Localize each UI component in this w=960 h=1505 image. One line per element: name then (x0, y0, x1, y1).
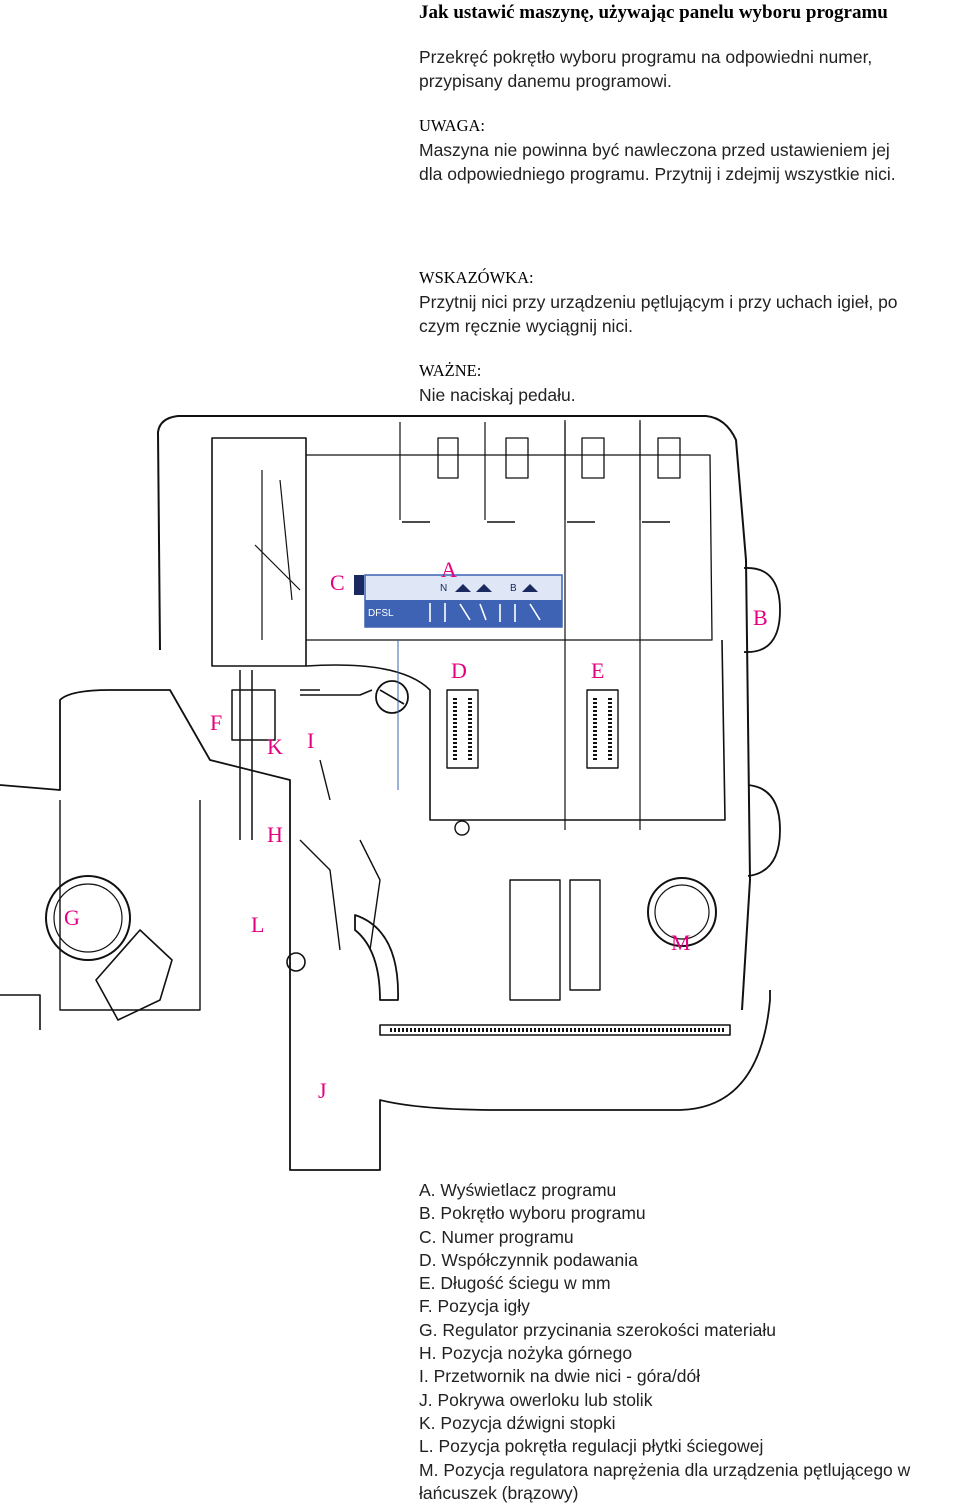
legend-list: A. Wyświetlacz programu B. Pokrętło wybo… (419, 1179, 959, 1505)
callout-f: F (210, 710, 222, 735)
panel-dfsl: DFSL (368, 608, 394, 619)
wskazowka-label: WSKAZÓWKA: (419, 268, 534, 287)
dial-b-shape (743, 567, 781, 653)
screw-knob (375, 680, 409, 714)
callout-m: M (671, 930, 691, 955)
panel-b: B (510, 583, 517, 594)
upper-housing (157, 415, 751, 1011)
legend-item-k: K. Pozycja dźwigni stopki (419, 1412, 616, 1433)
callout-b: B (753, 605, 768, 630)
wskazowka-line-2: czym ręcznie wyciągnij nici. (419, 316, 633, 336)
legend-item-m: M. Pozycja regulatora naprężenia dla urz… (419, 1459, 911, 1480)
callout-i: I (307, 728, 314, 753)
wskazowka-line-1: Przytnij nici przy urządzeniu pętlującym… (419, 292, 898, 312)
legend-item-l: L. Pozycja pokrętła regulacji płytki ści… (419, 1436, 764, 1457)
callout-h: H (267, 822, 283, 847)
lower-body (0, 689, 771, 1171)
needle-bar (231, 670, 276, 840)
intro-line-2: przypisany danemu programowi. (419, 71, 672, 91)
uwaga-line-2: dla odpowiedniego programu. Przytnij i z… (419, 164, 896, 184)
dial-e-window (586, 689, 619, 769)
dial-m (647, 877, 717, 947)
legend-item-b: B. Pokrętło wyboru programu (419, 1203, 646, 1224)
callout-d: D (451, 658, 467, 683)
wazne-label: WAŻNE: (419, 361, 482, 380)
callout-c: C (330, 570, 345, 595)
dial-g (45, 875, 131, 961)
dial-d-window (446, 689, 479, 769)
right-knob-shape (747, 784, 781, 877)
front-panel (306, 454, 713, 641)
panel-selector-band (365, 600, 562, 627)
base-plate (59, 800, 201, 1011)
legend-item-g: G. Regulator przycinania szerokości mate… (419, 1319, 776, 1340)
callout-k: K (267, 734, 283, 759)
legend-item-a: A. Wyświetlacz programu (419, 1180, 617, 1200)
uwaga-text: Maszyna nie powinna być nawleczona przed… (419, 138, 954, 186)
legend-item-f: F. Pozycja igły (419, 1296, 530, 1317)
callout-e: E (591, 658, 604, 683)
callout-g: G (64, 905, 80, 930)
wazne-text: Nie naciskaj pedału. (419, 385, 576, 405)
legend-item-j: J. Pokrywa owerloku lub stolik (419, 1389, 653, 1410)
stitch-plate (379, 1024, 731, 1036)
legend-item-d: D. Współczynnik podawania (419, 1249, 638, 1270)
serger-diagram: DFSL N B A B C D E F G H I J K L M (0, 415, 781, 1171)
callout-a: A (441, 557, 457, 582)
uwaga-line-1: Maszyna nie powinna być nawleczona przed… (419, 140, 890, 160)
page-heading: Jak ustawić maszynę, używając panelu wyb… (419, 2, 888, 23)
callout-j: J (318, 1078, 327, 1103)
wskazowka-text: Przytnij nici przy urządzeniu pętlującym… (419, 290, 954, 338)
program-panel: DFSL N B (354, 574, 563, 628)
needle-column-panel (211, 437, 307, 667)
callout-l: L (251, 912, 264, 937)
legend-item-e: E. Długość ściegu w mm (419, 1273, 611, 1294)
looper-curve (354, 914, 399, 1001)
legend-item-h: H. Pozycja nożyka górnego (419, 1343, 633, 1364)
uwaga-label: UWAGA: (419, 116, 485, 135)
legend-item-m-cont: łańcuszek (brązowy) (419, 1482, 579, 1503)
front-cover (305, 639, 726, 821)
panel-n: N (440, 583, 447, 594)
intro-paragraph: Przekręć pokrętło wyboru programu na odp… (419, 45, 954, 93)
legend-item-i: I. Przetwornik na dwie nici - góra/dół (419, 1366, 701, 1387)
intro-line-1: Przekręć pokrętło wyboru programu na odp… (419, 47, 873, 67)
legend-item-c: C. Numer programu (419, 1226, 574, 1247)
